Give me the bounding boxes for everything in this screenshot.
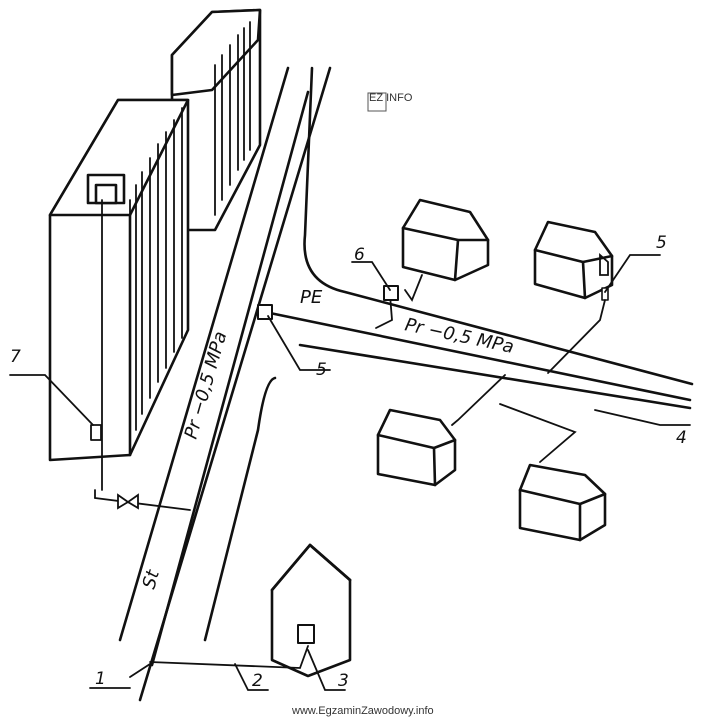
house-upper-mid (401, 198, 490, 282)
pe-branch-pipe (263, 310, 692, 402)
leader-lines (9, 254, 691, 691)
label-3: 3 (338, 671, 349, 691)
material-label-pe: PE (300, 287, 323, 308)
service-line-2 (149, 645, 309, 669)
house-lower-right (518, 463, 607, 542)
house-upper-right (533, 220, 614, 300)
valve-icon (117, 493, 130, 510)
label-1: 1 (95, 669, 106, 689)
label-5-right: 5 (656, 233, 667, 253)
label-5-center: 5 (316, 360, 327, 380)
watermark: www.EgzaminZawodowy.info (291, 705, 434, 717)
material-label-st: St (139, 567, 165, 591)
side-street-lower-edge (203, 376, 277, 642)
side-street-bottom-edge (298, 343, 692, 410)
label-6: 6 (354, 245, 365, 265)
tall-building-front (48, 98, 190, 462)
house-lower-left (376, 408, 457, 487)
label-2: 2 (252, 671, 263, 691)
label-4: 4 (676, 428, 687, 448)
side-street-upper-edge (303, 66, 694, 386)
label-7: 7 (10, 347, 21, 367)
svg-text:EZ INFO: EZ INFO (369, 92, 413, 104)
main-gas-pipe (150, 90, 310, 667)
meter-6 (383, 285, 399, 301)
junction-box-5 (257, 304, 273, 320)
ez-logo: EZ INFO (367, 92, 413, 112)
house-3 (270, 543, 352, 678)
gas-meter-7 (90, 424, 102, 441)
tall-building-back (170, 8, 262, 232)
